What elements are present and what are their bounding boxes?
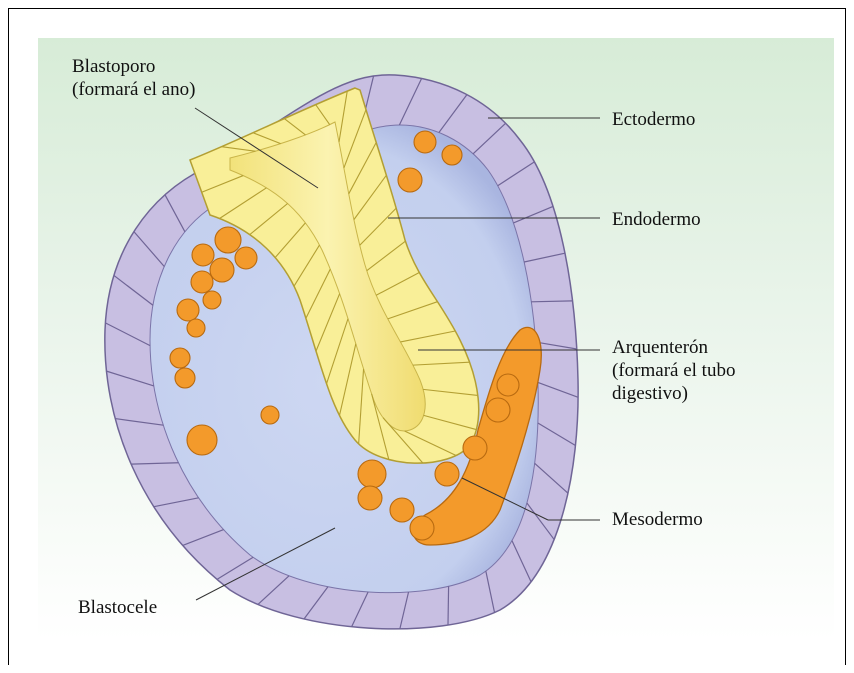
mesoderm-cell: [410, 516, 434, 540]
label-mesodermo: Mesodermo: [612, 508, 703, 531]
mesoderm-cell: [187, 425, 217, 455]
mesoderm-cell: [390, 498, 414, 522]
mesoderm-cell: [463, 436, 487, 460]
label-ectodermo: Ectodermo: [612, 108, 695, 131]
mesoderm-cell: [235, 247, 257, 269]
mesoderm-cell: [435, 462, 459, 486]
label-blastoporo: Blastoporo (formará el ano): [72, 55, 195, 101]
label-arquenteron: Arquenterón (formará el tubo digestivo): [612, 336, 735, 405]
label-blastocele: Blastocele: [78, 596, 157, 619]
mesoderm-cell: [175, 368, 195, 388]
mesoderm-cell: [192, 244, 214, 266]
mesoderm-cell: [358, 486, 382, 510]
mesoderm-cell: [203, 291, 221, 309]
mesoderm-cell: [414, 131, 436, 153]
mesoderm-cell: [442, 145, 462, 165]
ectoderm-cell-wall: [448, 586, 449, 625]
mesoderm-cell: [358, 460, 386, 488]
mesoderm-cell: [177, 299, 199, 321]
mesoderm-cell: [398, 168, 422, 192]
label-endodermo: Endodermo: [612, 208, 701, 231]
mesoderm-cell: [191, 271, 213, 293]
mesoderm-cell: [497, 374, 519, 396]
mesoderm-cell: [215, 227, 241, 253]
mesoderm-cell: [170, 348, 190, 368]
mesoderm-cell: [210, 258, 234, 282]
mesoderm-cell: [486, 398, 510, 422]
mesoderm-cell: [187, 319, 205, 337]
mesoderm-cell: [261, 406, 279, 424]
